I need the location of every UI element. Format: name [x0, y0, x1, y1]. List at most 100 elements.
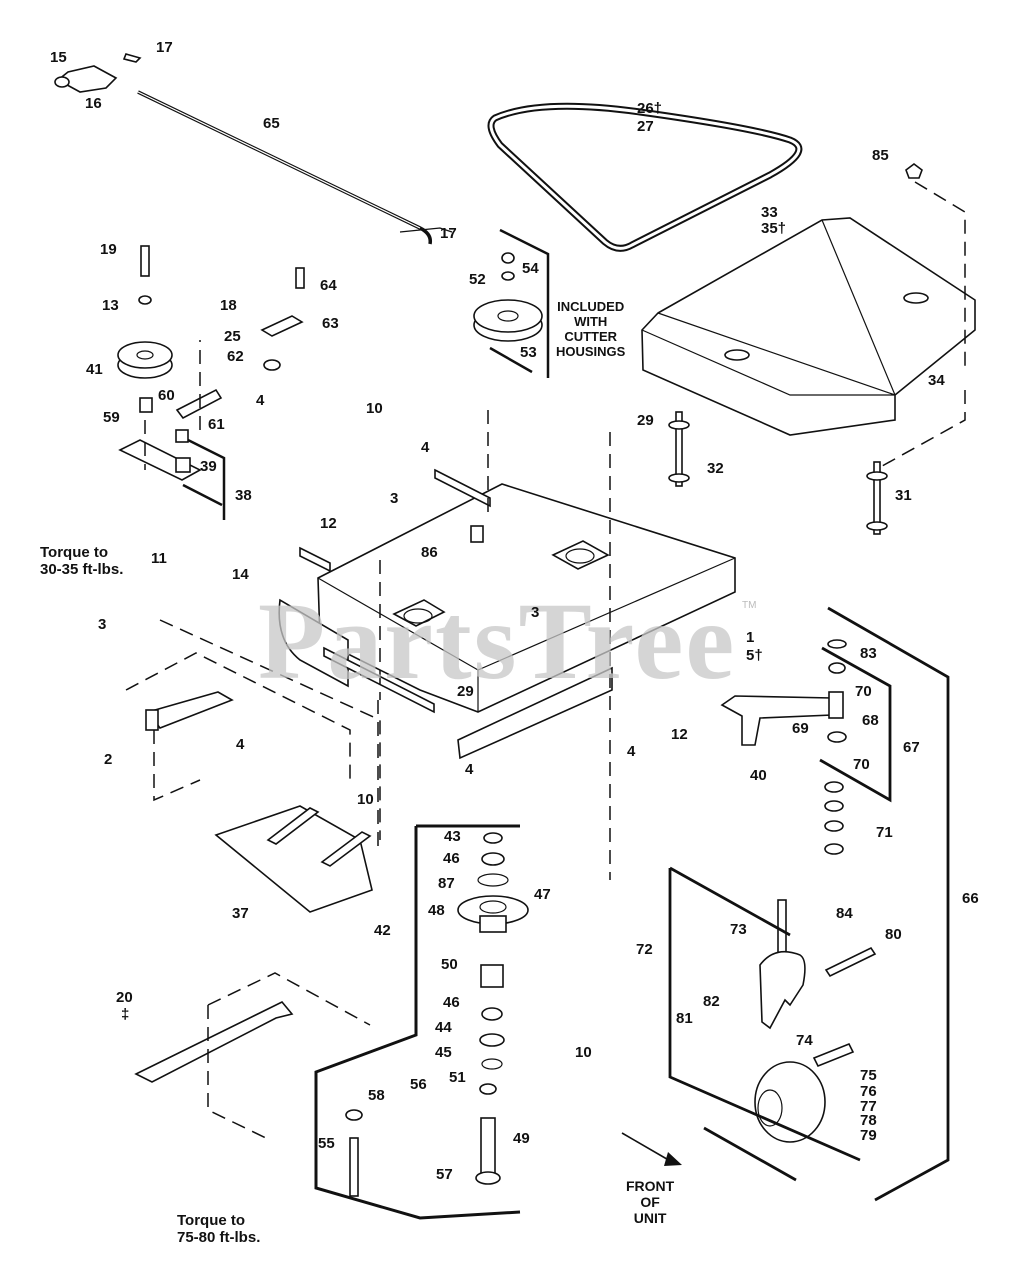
callout-48[interactable]: 48 — [428, 902, 445, 919]
callout-32[interactable]: 32 — [707, 460, 724, 477]
callout-38[interactable]: 38 — [235, 487, 252, 504]
callout-10[interactable]: 10 — [357, 791, 374, 808]
idler-assembly — [117, 245, 305, 520]
callout-71[interactable]: 71 — [876, 824, 893, 841]
callout-33[interactable]: 33 — [761, 204, 778, 221]
callout-25[interactable]: 25 — [224, 328, 241, 345]
callout-13[interactable]: 13 — [102, 297, 119, 314]
callout-42[interactable]: 42 — [374, 922, 391, 939]
callout-29[interactable]: 29 — [637, 412, 654, 429]
callout-58[interactable]: 58 — [368, 1087, 385, 1104]
callout-75[interactable]: 75 — [860, 1067, 877, 1084]
callout-41[interactable]: 41 — [86, 361, 103, 378]
callout-11[interactable]: 11 — [151, 550, 167, 567]
callout-85[interactable]: 85 — [872, 147, 889, 164]
callout-3[interactable]: 3 — [98, 616, 107, 633]
callout-3[interactable]: 3 — [390, 490, 399, 507]
callout-52[interactable]: 52 — [469, 271, 486, 288]
cutter-housing-deck — [278, 410, 736, 880]
callout-74[interactable]: 74 — [796, 1032, 813, 1049]
callout-72[interactable]: 72 — [636, 941, 653, 958]
callout-87[interactable]: 87 — [438, 875, 455, 892]
callout-86[interactable]: 86 — [421, 544, 438, 561]
callout-39[interactable]: 39 — [200, 458, 217, 475]
callout-1[interactable]: 1 — [746, 629, 755, 646]
callout-47[interactable]: 47 — [534, 886, 551, 903]
callout-4[interactable]: 4 — [421, 439, 430, 456]
blade-and-bolt — [134, 972, 371, 1197]
torque-note-30-35: Torque to 30-35 ft-lbs. — [40, 544, 124, 579]
callout-18[interactable]: 18 — [220, 297, 237, 314]
callout-64[interactable]: 64 — [320, 277, 337, 294]
callout-68[interactable]: 68 — [862, 712, 879, 729]
callout-80[interactable]: 80 — [885, 926, 902, 943]
callout-27[interactable]: 27 — [637, 118, 654, 135]
callout-14[interactable]: 14 — [232, 566, 249, 583]
callout-51[interactable]: 51 — [449, 1069, 466, 1086]
callout-55[interactable]: 55 — [318, 1135, 335, 1152]
callout-35[interactable]: 35† — [761, 220, 787, 237]
callout-53[interactable]: 53 — [520, 344, 537, 361]
deck-cover — [641, 163, 976, 510]
callout-78[interactable]: 78 — [860, 1112, 877, 1129]
callout-10[interactable]: 10 — [366, 400, 383, 417]
callout-81[interactable]: 81 — [676, 1010, 693, 1027]
callout-77[interactable]: 77 — [860, 1098, 877, 1115]
callout-54[interactable]: 54 — [522, 260, 539, 277]
callout-59[interactable]: 59 — [103, 409, 120, 426]
control-cable — [54, 53, 453, 245]
callout-40[interactable]: 40 — [750, 767, 767, 784]
callout-76[interactable]: 76 — [860, 1083, 877, 1100]
callout-79[interactable]: 79 — [860, 1127, 877, 1144]
callout-12[interactable]: 12 — [671, 726, 688, 743]
baffle-and-deflector — [125, 619, 381, 913]
callout-29[interactable]: 29 — [457, 683, 474, 700]
callout-50[interactable]: 50 — [441, 956, 458, 973]
callout-49[interactable]: 49 — [513, 1130, 530, 1147]
callout-2[interactable]: 2 — [104, 751, 113, 768]
callout-4[interactable]: 4 — [236, 736, 245, 753]
caster-wheel — [668, 866, 877, 1182]
callout-73[interactable]: 73 — [730, 921, 747, 938]
callout-12[interactable]: 12 — [320, 515, 337, 532]
callout-17[interactable]: 17 — [156, 39, 173, 56]
callout-65[interactable]: 65 — [263, 115, 280, 132]
callout-45[interactable]: 45 — [435, 1044, 452, 1061]
callout-31[interactable]: 31 — [895, 487, 912, 504]
callout-3[interactable]: 3 — [531, 604, 540, 621]
callout-34[interactable]: 34 — [928, 372, 945, 389]
callout-16[interactable]: 16 — [85, 95, 102, 112]
callout-56[interactable]: 56 — [410, 1076, 427, 1093]
callout-4[interactable]: 4 — [465, 761, 474, 778]
callout-15[interactable]: 15 — [50, 49, 67, 66]
callout-62[interactable]: 62 — [227, 348, 244, 365]
callout-66[interactable]: 66 — [962, 890, 979, 907]
callout-10[interactable]: 10 — [575, 1044, 592, 1061]
callout-60[interactable]: 60 — [158, 387, 175, 404]
callout-20[interactable]: 20 — [116, 989, 133, 1006]
callout-5[interactable]: 5† — [746, 647, 763, 664]
callout-70[interactable]: 70 — [855, 683, 872, 700]
callout-61[interactable]: 61 — [208, 416, 225, 433]
callout-4[interactable]: 4 — [627, 743, 636, 760]
callout-63[interactable]: 63 — [322, 315, 339, 332]
callout-37[interactable]: 37 — [232, 905, 249, 922]
callout-17[interactable]: 17 — [440, 225, 457, 242]
callout-82[interactable]: 82 — [703, 993, 720, 1010]
callout-70[interactable]: 70 — [853, 756, 870, 773]
callout-67[interactable]: 67 — [903, 739, 920, 756]
callout-57[interactable]: 57 — [436, 1166, 453, 1183]
callout-44[interactable]: 44 — [435, 1019, 452, 1036]
callout-20-symbol[interactable]: ‡ — [121, 1006, 130, 1023]
drive-belt — [487, 102, 803, 252]
callout-69[interactable]: 69 — [792, 720, 809, 737]
callout-46[interactable]: 46 — [443, 850, 460, 867]
callout-84[interactable]: 84 — [836, 905, 853, 922]
callout-19[interactable]: 19 — [100, 241, 117, 258]
callout-4[interactable]: 4 — [256, 392, 265, 409]
callout-83[interactable]: 83 — [860, 645, 877, 662]
callout-43[interactable]: 43 — [444, 828, 461, 845]
callout-46[interactable]: 46 — [443, 994, 460, 1011]
callout-26[interactable]: 26† — [637, 100, 663, 117]
